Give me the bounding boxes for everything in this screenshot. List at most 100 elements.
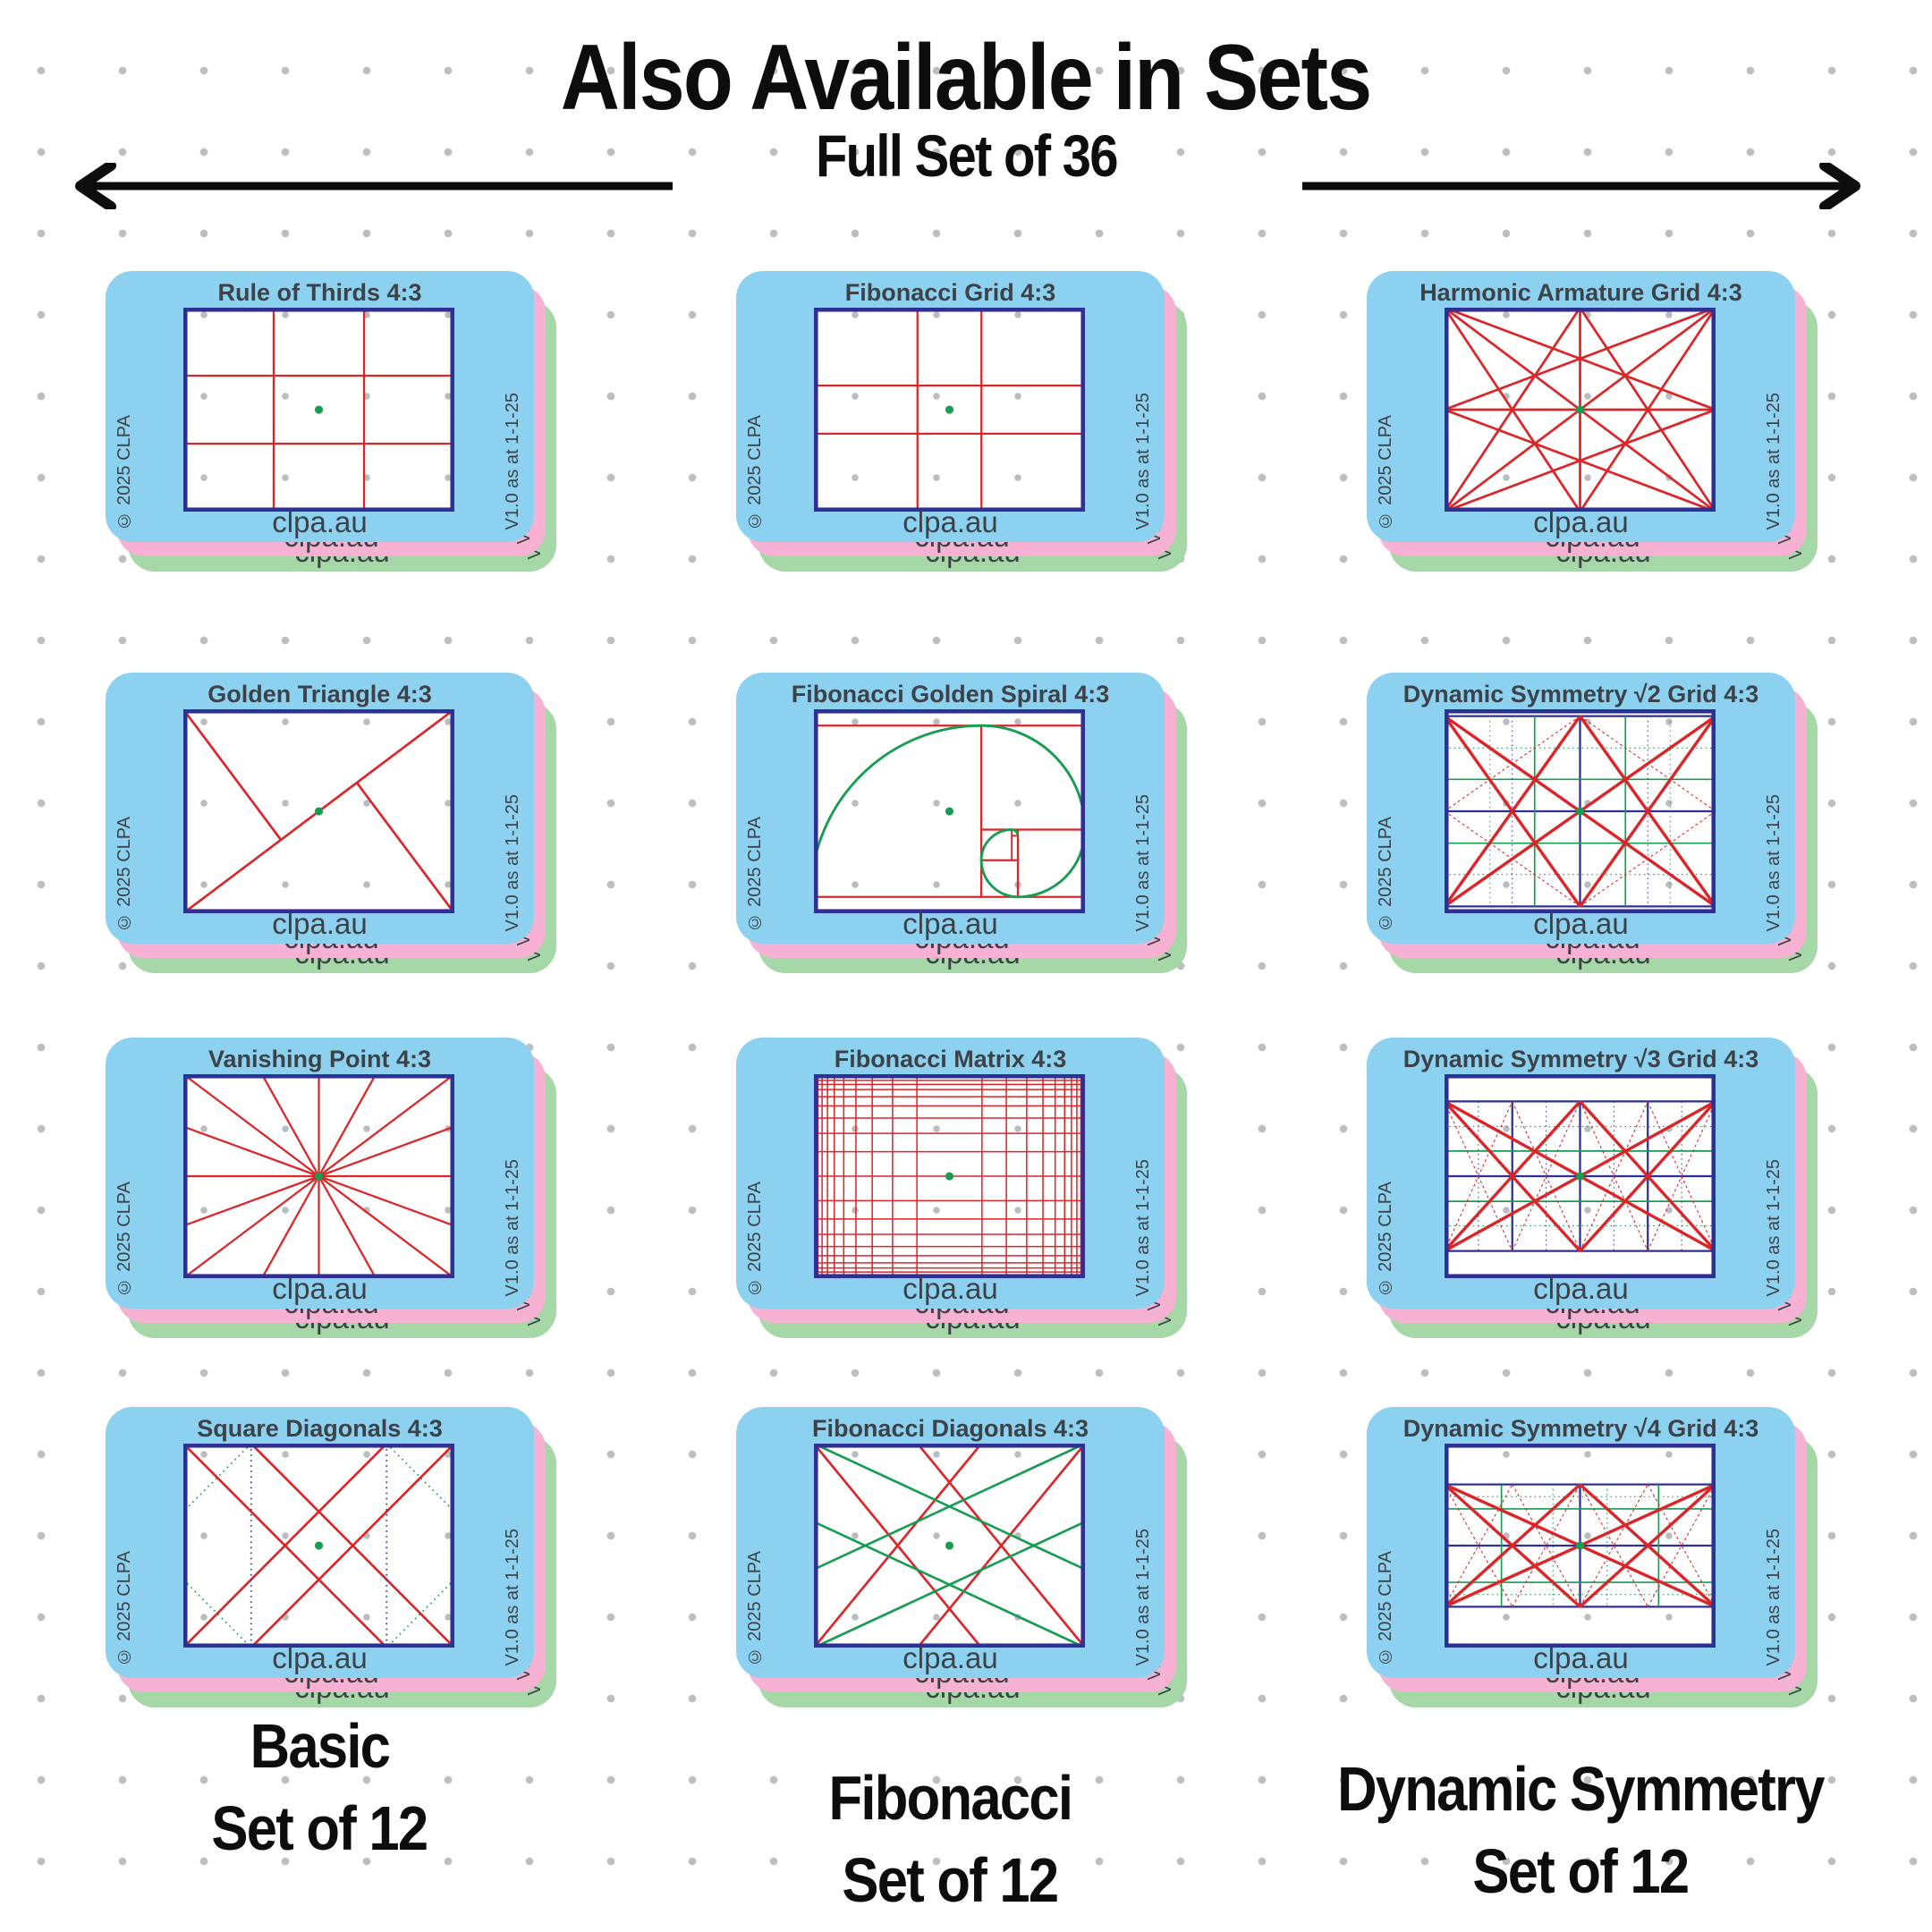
card-url: clpa.au [272,1272,368,1305]
center-dot [1575,807,1585,816]
card-url: clpa.au [902,505,998,538]
card-stack: clpa.auV1.0 as at 1-1-25clpa.auV1.0 as a… [736,1407,1188,1711]
card-version: V1.0 as at 1-1-25 [1764,793,1784,931]
card-version: V1.0 as at 1-1-25 [1764,1158,1784,1296]
grid-frame [1445,1444,1716,1648]
page-title: Also Available in Sets [561,26,1372,130]
grid-card: Dynamic Symmetry √2 Grid 4:3 clpa.au © 202… [1367,673,1795,944]
card-version: V1.0 as at 1-1-25 [503,1528,522,1665]
card-stack: clpa.auV1.0 as at 1-1-25clpa.auV1.0 as a… [1367,1407,1818,1711]
card-copyright: © 2025 CLPA [1376,414,1395,530]
card-copyright: © 2025 CLPA [745,414,765,530]
center-dot [1575,1172,1585,1181]
center-dot [945,1172,954,1181]
card-title: Golden Triangle 4:3 [208,681,432,708]
card-url: clpa.au [1533,1641,1629,1674]
grid-frame [1445,709,1716,913]
card-copyright: © 2025 CLPA [114,414,134,530]
grid-card: Rule of Thirds 4:3 clpa.au © 2025 CLPA V1.0… [106,271,534,542]
center-dot [945,1541,954,1550]
card-version: V1.0 as at 1-1-25 [1133,793,1153,931]
grid-frame [814,1074,1085,1278]
card-title: Dynamic Symmetry √4 Grid 4:3 [1402,1415,1759,1442]
set-label-count: Set of 12 [842,1845,1060,1915]
card-stack: clpa.auV1.0 as at 1-1-25clpa.auV1.0 as a… [736,1038,1188,1342]
card-version: V1.0 as at 1-1-25 [1133,392,1153,530]
arrow-right-icon [1302,163,1860,209]
card-copyright: © 2025 CLPA [745,1181,765,1296]
card-version: V1.0 as at 1-1-25 [503,793,522,931]
full-set-label: Full Set of 36 [815,123,1119,189]
center-dot [1575,405,1585,414]
card-copyright: © 2025 CLPA [114,1550,134,1665]
card-copyright: © 2025 CLPA [745,816,765,931]
card-url: clpa.au [902,1272,998,1305]
center-dot [314,405,324,414]
grid-frame [814,709,1085,913]
card-copyright: © 2025 CLPA [1376,816,1395,931]
set-label-count: Set of 12 [211,1793,429,1863]
card-version: V1.0 as at 1-1-25 [1133,1528,1153,1665]
card-copyright: © 2025 CLPA [114,816,134,931]
center-dot [1575,1541,1585,1550]
card-title: Fibonacci Grid 4:3 [844,279,1056,306]
center-dot [314,1172,324,1181]
set-label-name: Basic [250,1711,390,1781]
card-title: Dynamic Symmetry √3 Grid 4:3 [1402,1046,1759,1072]
grid-card: Fibonacci Matrix 4:3 clpa.au © 2025 CLPA V1… [736,1038,1165,1309]
card-title: Rule of Thirds 4:3 [217,279,422,306]
card-version: V1.0 as at 1-1-25 [1764,392,1784,530]
grid-frame [1445,308,1716,512]
card-title: Fibonacci Diagonals 4:3 [811,1415,1089,1442]
center-dot [314,1541,324,1550]
card-stack: clpa.auV1.0 as at 1-1-25clpa.auV1.0 as a… [106,271,557,575]
center-dot [314,807,324,816]
set-label-name: Dynamic Symmetry [1337,1754,1825,1824]
card-stack: clpa.auV1.0 as at 1-1-25clpa.auV1.0 as a… [106,1038,557,1342]
card-url: clpa.au [1533,907,1629,940]
card-stack: clpa.auV1.0 as at 1-1-25clpa.auV1.0 as a… [1367,1038,1818,1342]
grid-frame [1445,1074,1716,1278]
grid-frame [814,308,1085,512]
card-stack: clpa.auV1.0 as at 1-1-25clpa.auV1.0 as a… [1367,673,1818,977]
grid-frame [183,709,454,913]
card-stack: clpa.auV1.0 as at 1-1-25clpa.auV1.0 as a… [1367,271,1818,575]
card-url: clpa.au [1533,1272,1629,1305]
card-title: Vanishing Point 4:3 [208,1046,432,1072]
grid-card: Square Diagonals 4:3 clpa.au © 2025 CLPA V1… [106,1407,534,1678]
card-title: Square Diagonals 4:3 [197,1415,443,1442]
card-stack: clpa.auV1.0 as at 1-1-25clpa.auV1.0 as a… [106,1407,557,1711]
center-dot [945,807,954,816]
card-title: Fibonacci Matrix 4:3 [834,1046,1067,1072]
grid-frame [183,1444,454,1648]
set-label-name: Fibonacci [828,1763,1072,1833]
card-url: clpa.au [1533,505,1629,538]
grid-card: Vanishing Point 4:3 clpa.au © 2025 CLPA V1.… [106,1038,534,1309]
grid-card: Dynamic Symmetry √3 Grid 4:3 clpa.au © 202… [1367,1038,1795,1309]
card-version: V1.0 as at 1-1-25 [503,392,522,530]
card-url: clpa.au [902,907,998,940]
card-stack: clpa.auV1.0 as at 1-1-25clpa.auV1.0 as a… [106,673,557,977]
card-copyright: © 2025 CLPA [1376,1181,1395,1296]
set-label-count: Set of 12 [1472,1836,1690,1906]
card-url: clpa.au [272,1641,368,1674]
card-copyright: © 2025 CLPA [745,1550,765,1665]
center-dot [945,405,954,414]
card-copyright: © 2025 CLPA [114,1181,134,1296]
card-version: V1.0 as at 1-1-25 [1764,1528,1784,1665]
card-version: V1.0 as at 1-1-25 [1133,1158,1153,1296]
card-version: V1.0 as at 1-1-25 [503,1158,522,1296]
card-url: clpa.au [272,907,368,940]
card-title: Dynamic Symmetry √2 Grid 4:3 [1402,681,1759,708]
arrow-left-icon [75,163,673,209]
card-title: Harmonic Armature Grid 4:3 [1419,279,1742,306]
card-url: clpa.au [902,1641,998,1674]
card-url: clpa.au [272,505,368,538]
card-stack: clpa.auV1.0 as at 1-1-25clpa.auV1.0 as a… [736,271,1188,575]
grid-frame [814,1444,1085,1648]
